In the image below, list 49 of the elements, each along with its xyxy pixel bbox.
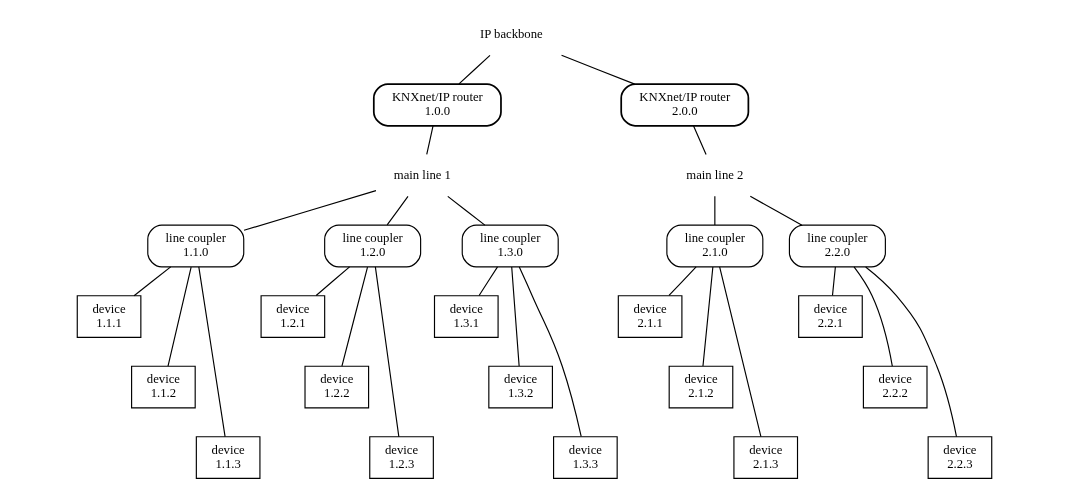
connector xyxy=(386,195,409,225)
node-box: device 2.2.3 xyxy=(927,435,992,479)
connector xyxy=(560,54,635,85)
node-box: KNXnet/IP router 2.0.0 xyxy=(619,82,749,127)
connector xyxy=(667,265,697,296)
connector xyxy=(166,265,192,367)
node-box: line coupler 1.1.0 xyxy=(146,224,244,267)
connector xyxy=(315,265,350,296)
node-box: line coupler 2.1.0 xyxy=(665,224,763,267)
node-box: device 1.2.3 xyxy=(368,435,434,479)
connector xyxy=(425,124,434,155)
connector xyxy=(518,265,582,437)
connector xyxy=(242,189,377,231)
node-box: line coupler 1.3.0 xyxy=(461,224,559,267)
connector xyxy=(864,265,957,437)
node-box: device 2.1.1 xyxy=(617,294,682,338)
connector xyxy=(446,195,485,226)
node-box: KNXnet/IP router 1.0.0 xyxy=(372,82,502,127)
node-text: IP backbone xyxy=(479,26,543,41)
connector xyxy=(718,265,761,437)
connector xyxy=(457,54,491,84)
connector xyxy=(340,265,368,367)
node-box: device 2.1.3 xyxy=(732,435,798,479)
node-text: main line 1 xyxy=(393,167,451,182)
node-box: device 1.3.2 xyxy=(487,365,553,408)
node-box: device 2.2.2 xyxy=(862,365,928,408)
connector xyxy=(510,265,520,367)
connector xyxy=(374,265,399,437)
node-box: device 1.1.2 xyxy=(130,365,196,408)
connector xyxy=(478,265,498,296)
node-box: device 1.2.1 xyxy=(260,294,325,338)
node-box: device 2.1.2 xyxy=(668,365,733,408)
connector xyxy=(831,265,836,296)
node-box: device 1.1.3 xyxy=(195,435,260,479)
node-box: device 1.2.2 xyxy=(303,365,369,408)
node-box: device 1.3.1 xyxy=(433,294,499,338)
node-box: device 1.1.1 xyxy=(76,294,141,338)
connector xyxy=(713,195,715,225)
connector xyxy=(701,265,713,367)
connector xyxy=(197,265,226,437)
node-box: device 2.2.1 xyxy=(797,294,863,338)
connector xyxy=(852,265,893,367)
node-text: main line 2 xyxy=(685,167,743,182)
node-box: line coupler 1.2.0 xyxy=(323,224,421,267)
node-box: line coupler 2.2.0 xyxy=(788,224,886,267)
connector xyxy=(133,265,171,296)
node-box: device 1.3.3 xyxy=(552,435,618,479)
connector xyxy=(692,124,707,155)
connector xyxy=(749,195,803,226)
